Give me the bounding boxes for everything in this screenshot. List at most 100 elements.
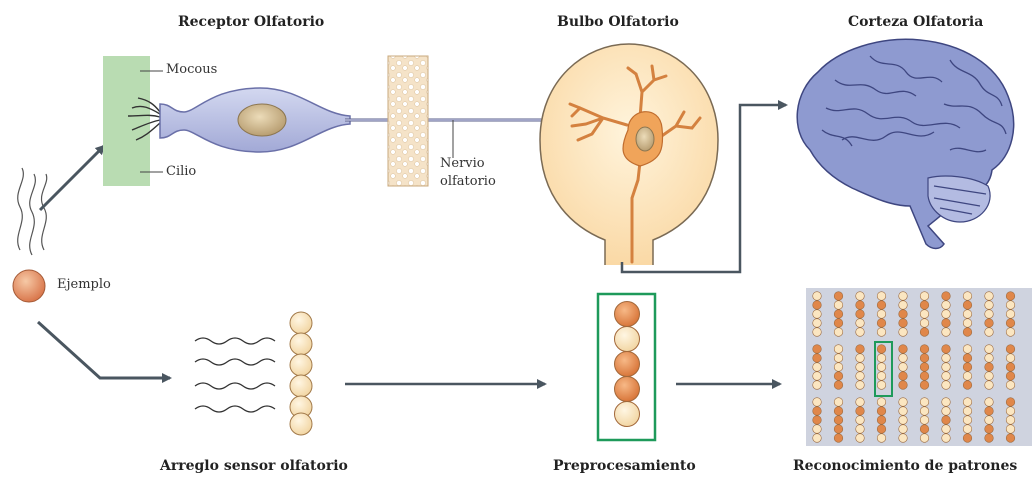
pattern-bead [1006, 398, 1015, 407]
pattern-bead [834, 345, 843, 354]
pattern-bead [920, 372, 929, 381]
label-mocous: Mocous [166, 61, 217, 78]
pattern-bead [877, 319, 886, 328]
pattern-bead [1006, 319, 1015, 328]
pattern-bead [877, 425, 886, 434]
pattern-bead [834, 372, 843, 381]
mucus-layer [103, 56, 150, 186]
pattern-bead [942, 345, 951, 354]
pattern-bead [920, 354, 929, 363]
title-corteza: Corteza Olfatoria [848, 14, 983, 30]
pattern-bead [813, 301, 822, 310]
pattern-bead [856, 310, 865, 319]
pattern-bead [942, 354, 951, 363]
pattern-bead [899, 345, 908, 354]
pattern-bead [856, 319, 865, 328]
pattern-bead [899, 363, 908, 372]
pattern-bead [877, 381, 886, 390]
pattern-bead [899, 381, 908, 390]
pattern-bead [920, 292, 929, 301]
pattern-bead [899, 425, 908, 434]
pattern-bead [963, 416, 972, 425]
pattern-bead [834, 363, 843, 372]
arrow-sample-to-receptor [40, 146, 104, 210]
pattern-bead [1006, 425, 1015, 434]
pattern-bead [985, 292, 994, 301]
pattern-bead [834, 407, 843, 416]
pattern-bead [963, 345, 972, 354]
pattern-bead [942, 292, 951, 301]
pattern-bead [985, 372, 994, 381]
pattern-bead [985, 310, 994, 319]
pattern-bead [899, 328, 908, 337]
odor-wisps-icon [18, 168, 47, 255]
pattern-bead [856, 301, 865, 310]
pattern-bead [813, 434, 822, 443]
pattern-bead [963, 372, 972, 381]
pattern-bead [920, 328, 929, 337]
pattern-bead [1006, 416, 1015, 425]
pattern-bead [920, 319, 929, 328]
pattern-bead [877, 345, 886, 354]
pattern-bead [856, 345, 865, 354]
pattern-bead [834, 416, 843, 425]
pattern-bead [1006, 354, 1015, 363]
pattern-bead [920, 434, 929, 443]
label-cilio: Cilio [166, 163, 196, 180]
pattern-bead [834, 328, 843, 337]
pattern-bead [985, 425, 994, 434]
pattern-bead [856, 381, 865, 390]
pattern-bead [963, 425, 972, 434]
pattern-bead [834, 354, 843, 363]
pattern-bead [985, 328, 994, 337]
pattern-bead [942, 319, 951, 328]
title-receptor: Receptor Olfatorio [178, 14, 324, 30]
pattern-bead [1006, 301, 1015, 310]
pattern-bead [877, 398, 886, 407]
pattern-bead [856, 416, 865, 425]
pattern-bead [985, 345, 994, 354]
pattern-bead [942, 301, 951, 310]
pattern-bead [877, 434, 886, 443]
pattern-bead [1006, 434, 1015, 443]
pattern-bead [813, 425, 822, 434]
pattern-bead [920, 407, 929, 416]
pattern-bead [899, 372, 908, 381]
pattern-bead [856, 398, 865, 407]
pattern-bead [963, 328, 972, 337]
pattern-bead [963, 381, 972, 390]
title-preproc: Preprocesamiento [553, 458, 696, 474]
pattern-bead [834, 310, 843, 319]
pattern-bead [813, 407, 822, 416]
pattern-bead [1006, 381, 1015, 390]
pattern-bead [856, 372, 865, 381]
pattern-bead [985, 363, 994, 372]
pattern-bead [834, 434, 843, 443]
pattern-bead [877, 328, 886, 337]
pattern-bead [813, 292, 822, 301]
sensor-array-column [290, 312, 312, 435]
pattern-bead [856, 354, 865, 363]
pattern-bead [963, 301, 972, 310]
pattern-bead [1006, 407, 1015, 416]
pattern-bead [942, 363, 951, 372]
pattern-bead [942, 372, 951, 381]
pattern-bead [856, 363, 865, 372]
pattern-bead [942, 398, 951, 407]
pattern-bead [899, 407, 908, 416]
pattern-bead [899, 319, 908, 328]
pattern-bead [920, 381, 929, 390]
cribriform-plate [388, 56, 428, 186]
pattern-bead [1006, 310, 1015, 319]
pattern-bead [920, 416, 929, 425]
pattern-bead [985, 319, 994, 328]
receptor-nucleus [238, 104, 286, 136]
pattern-bead [963, 354, 972, 363]
pattern-bead [834, 398, 843, 407]
sensor-wave-icon [195, 338, 275, 412]
pattern-bead [963, 292, 972, 301]
pattern-bead [963, 319, 972, 328]
pattern-bead [920, 425, 929, 434]
pattern-bead [985, 434, 994, 443]
